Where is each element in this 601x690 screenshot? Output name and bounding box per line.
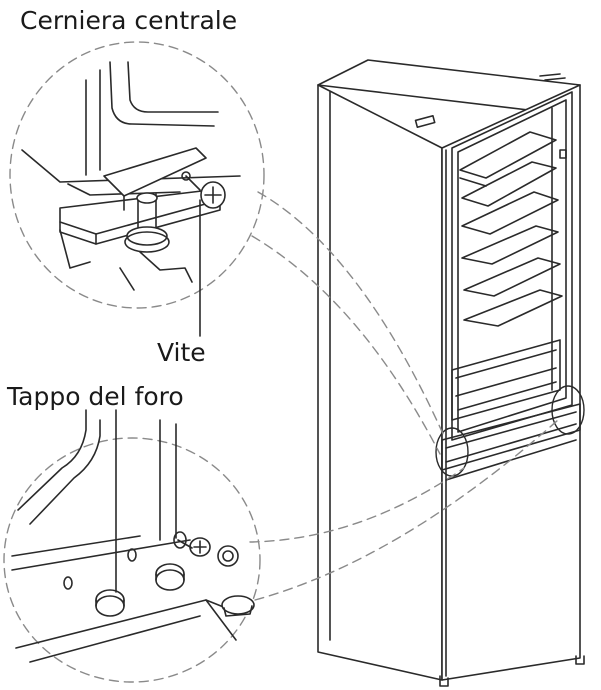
hole-plug-label: Tappo del foro xyxy=(7,382,184,411)
central-hinge-detail xyxy=(9,41,265,309)
screw-label: Vite xyxy=(157,338,206,367)
dashed-connectors xyxy=(249,191,559,601)
hole-plug-detail xyxy=(3,409,261,683)
central-hinge-label: Cerniera centrale xyxy=(20,6,238,35)
refrigerator xyxy=(317,59,585,687)
